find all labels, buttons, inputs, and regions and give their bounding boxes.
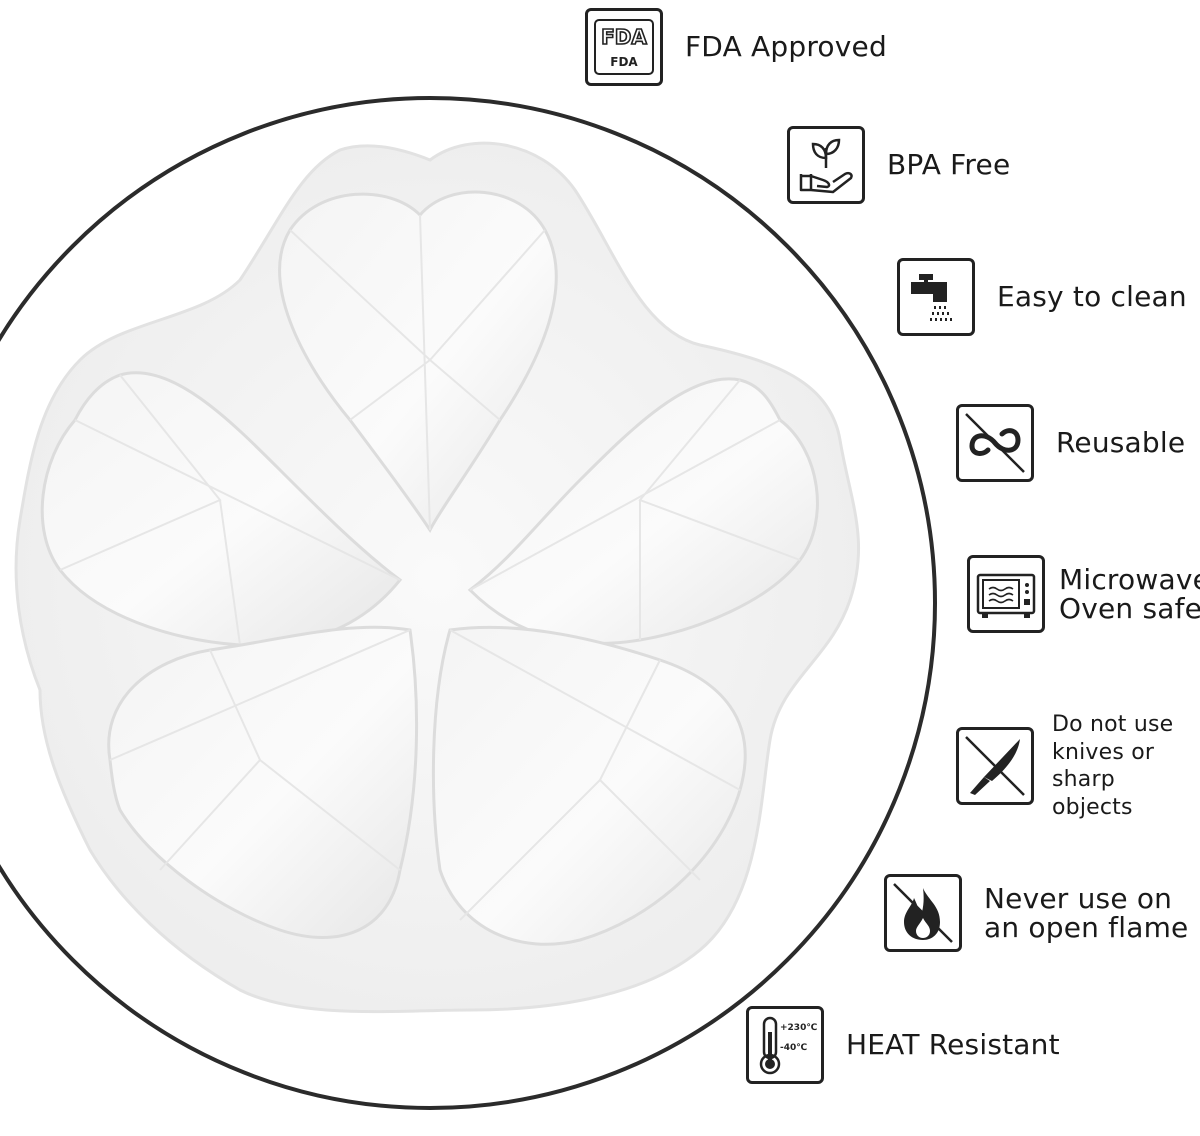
fda-icon: FDA FDA [585, 8, 663, 86]
plant-in-hand-icon [787, 126, 865, 204]
feature-bpa-free: BPA Free [787, 126, 1010, 204]
no-knife-icon [956, 727, 1034, 805]
svg-text:-40℃: -40℃ [780, 1043, 807, 1053]
heart-cavity-right [467, 377, 819, 645]
no-flame-icon [884, 874, 962, 952]
microwave-oven-icon [967, 555, 1045, 633]
heart-cavity-bottom-left [107, 625, 419, 939]
svg-text:FDA: FDA [601, 25, 647, 49]
heart-cavity-top [278, 190, 558, 533]
feature-heat-resistant: +230℃ -40℃ HEAT Resistant [746, 1006, 1060, 1084]
svg-text:FDA: FDA [610, 55, 638, 69]
feature-easy-to-clean: Easy to clean [897, 258, 1187, 336]
feature-no-knives: Do not use knives or sharp objects [956, 711, 1200, 821]
feature-label: Microwave Oven safe [1059, 562, 1200, 625]
feature-fda-approved: FDA FDA FDA Approved [585, 8, 887, 86]
feature-no-open-flame: Never use on an open flame [884, 874, 1188, 952]
feature-label: HEAT Resistant [846, 1028, 1060, 1062]
feature-microwave-safe: Microwave Oven safe [967, 555, 1200, 633]
feature-label: BPA Free [887, 148, 1011, 182]
water-tap-icon [897, 258, 975, 336]
feature-label: Never use on an open flame [984, 881, 1189, 944]
feature-label: Easy to clean [997, 280, 1187, 314]
feature-reusable: Reusable [956, 404, 1185, 482]
feature-label: Do not use knives or sharp objects [1052, 712, 1174, 820]
thermometer-icon: +230℃ -40℃ [746, 1006, 824, 1084]
heart-cavity-left [40, 371, 403, 648]
feature-label: Reusable [1056, 426, 1186, 460]
feature-label: FDA Approved [685, 30, 887, 64]
svg-text:+230℃: +230℃ [780, 1023, 817, 1033]
heart-cavity-bottom-right [431, 625, 747, 946]
infinity-recycle-icon [956, 404, 1034, 482]
